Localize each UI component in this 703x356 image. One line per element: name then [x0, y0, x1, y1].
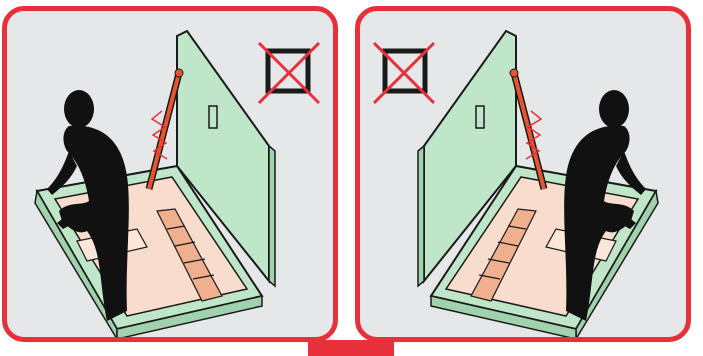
roof-hatch-illustration-left — [7, 11, 333, 337]
lid-handle-icon — [476, 106, 484, 128]
right-illustration-panel — [355, 6, 691, 342]
roof-hatch-illustration-right — [360, 11, 686, 337]
crossed-box-icon — [374, 43, 434, 103]
lid-handle-icon — [209, 106, 217, 128]
panel-connector — [308, 340, 394, 356]
left-illustration-panel — [2, 6, 338, 342]
crossed-box-icon — [259, 43, 319, 103]
